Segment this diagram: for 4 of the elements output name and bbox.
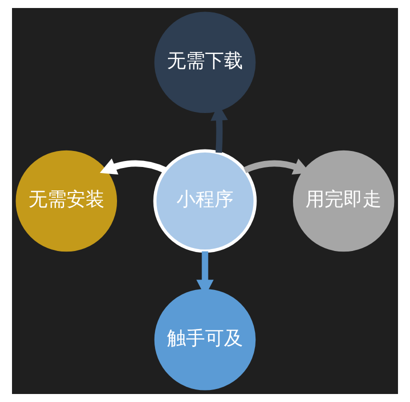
node-circle: 无需下载 [154, 12, 256, 114]
node-circle: 小程序 [153, 149, 257, 253]
arrow [100, 158, 166, 175]
node-circle: 触手可及 [154, 288, 256, 390]
